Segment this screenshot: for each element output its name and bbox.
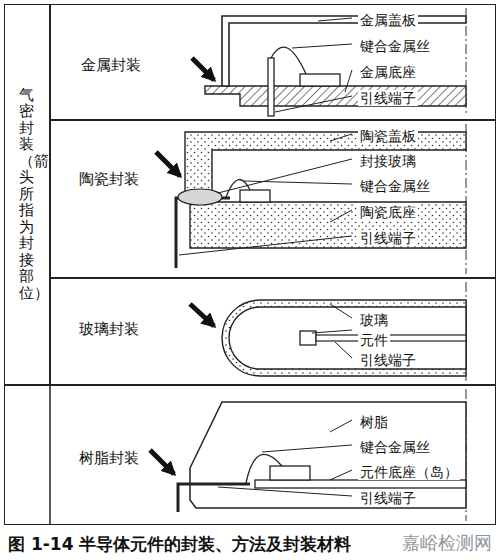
part-name: 金属盖板 [358, 12, 418, 28]
chip [300, 74, 340, 86]
part-name: 键合金属丝 [358, 38, 432, 54]
category-label: 气密封装（箭头所指为封接部位） [19, 87, 34, 302]
bond-wire [246, 454, 282, 483]
method-name: 玻璃封装 [79, 320, 139, 338]
lead-pin [268, 58, 274, 116]
method-row: 玻璃封装 [50, 278, 496, 385]
label-holder: 引线端子 [358, 350, 418, 369]
label-holder: 嘉峪检测网 [400, 532, 494, 554]
label-holder: 玻璃 [358, 310, 390, 329]
text-holder: 玻璃封装 [79, 319, 139, 339]
label-holder: 元件 [358, 330, 390, 349]
method-name: 树脂封装 [79, 449, 139, 467]
part-name: 键合金属丝 [358, 439, 432, 455]
part-name: 封接玻璃 [358, 153, 418, 169]
leader-line [330, 304, 352, 318]
part-name: 玻璃 [358, 312, 390, 328]
part-name: 引线端子 [358, 352, 418, 368]
part-name: 元件 [358, 332, 390, 348]
leader-line [275, 96, 352, 112]
leader-line [262, 445, 352, 452]
text-holder: 金属封装 [81, 55, 141, 75]
leader-line [292, 44, 352, 48]
lead-terminal [316, 335, 466, 341]
label-holder: 金属底座 [358, 62, 418, 81]
caption-holder: 图 1-14 半导体元件的封装、方法及封装材料 [8, 533, 351, 556]
seal-arrow [192, 58, 214, 80]
leader-line [312, 330, 352, 333]
label-holder: 引线端子 [358, 488, 418, 507]
method-row: 陶瓷封装 [50, 120, 496, 278]
part-name: 引线端子 [358, 490, 418, 506]
leader-line [179, 236, 352, 255]
seal-arrow [156, 152, 180, 176]
text-holder: 气密封装（箭头所指为封接部位） [19, 87, 34, 302]
label-holder: 树脂 [358, 412, 390, 431]
ceramic-package [156, 132, 466, 268]
bond-wire [271, 47, 306, 74]
part-name: 引线端子 [358, 230, 418, 246]
part-name: 键合金属丝 [358, 178, 432, 194]
table-divider [49, 385, 51, 525]
method-row: 树脂封装 [4, 385, 496, 525]
leader-lines [179, 18, 352, 496]
ceramic-base [190, 202, 466, 248]
leader-line [218, 159, 352, 193]
part-name: 元件底座（岛） [358, 464, 460, 480]
category-column: 气密封装（箭头所指为封接部位） [4, 4, 50, 385]
leader-line [318, 18, 352, 21]
method-name: 金属封装 [81, 56, 141, 74]
label-holder: 键合金属丝 [358, 36, 432, 55]
glass-cavity [229, 307, 466, 369]
resin-package [150, 402, 466, 512]
glass-package [190, 300, 466, 376]
part-name: 金属底座 [358, 64, 418, 80]
label-holder: 引线端子 [358, 88, 418, 107]
leader-line [244, 181, 352, 184]
chip [240, 190, 270, 202]
part-name: 引线端子 [358, 90, 418, 106]
label-holder: 陶瓷盖板 [358, 126, 418, 145]
chip [270, 466, 310, 480]
label-holder: 封接玻璃 [358, 151, 418, 170]
seal-glass [178, 189, 222, 205]
text-holder: 陶瓷封装 [79, 169, 139, 189]
metal-base [205, 86, 466, 106]
seal-arrow [190, 304, 214, 326]
leader-line [330, 134, 352, 141]
resin-body [190, 402, 466, 508]
label-holder: 陶瓷底座 [358, 202, 418, 221]
metal-package [192, 16, 466, 116]
part-name: 树脂 [358, 414, 390, 430]
part-name: 陶瓷底座 [358, 204, 418, 220]
label-holder: 引线端子 [358, 228, 418, 247]
leader-line [330, 420, 352, 432]
label-holder: 键合金属丝 [358, 176, 432, 195]
metal-cover [222, 16, 466, 86]
label-holder: 金属盖板 [358, 10, 418, 29]
leader-line [330, 210, 352, 222]
part-name: 陶瓷盖板 [358, 128, 418, 144]
watermark: 嘉峪检测网 [400, 532, 494, 553]
lead-terminal [176, 198, 230, 268]
method-name: 陶瓷封装 [79, 170, 139, 188]
text-holder: 树脂封装 [79, 448, 139, 468]
seal-arrow [150, 450, 174, 474]
glass-envelope [222, 300, 466, 376]
figure-caption: 图 1-14 半导体元件的封装、方法及封装材料 [8, 534, 351, 554]
leader-line [218, 487, 352, 496]
leader-line [345, 70, 352, 92]
method-row: 金属封装 [50, 4, 496, 120]
die-island [255, 480, 466, 488]
label-holder: 元件底座（岛） [358, 462, 460, 481]
label-holder: 键合金属丝 [358, 437, 432, 456]
leader-line [335, 342, 352, 358]
leader-line [330, 470, 352, 480]
